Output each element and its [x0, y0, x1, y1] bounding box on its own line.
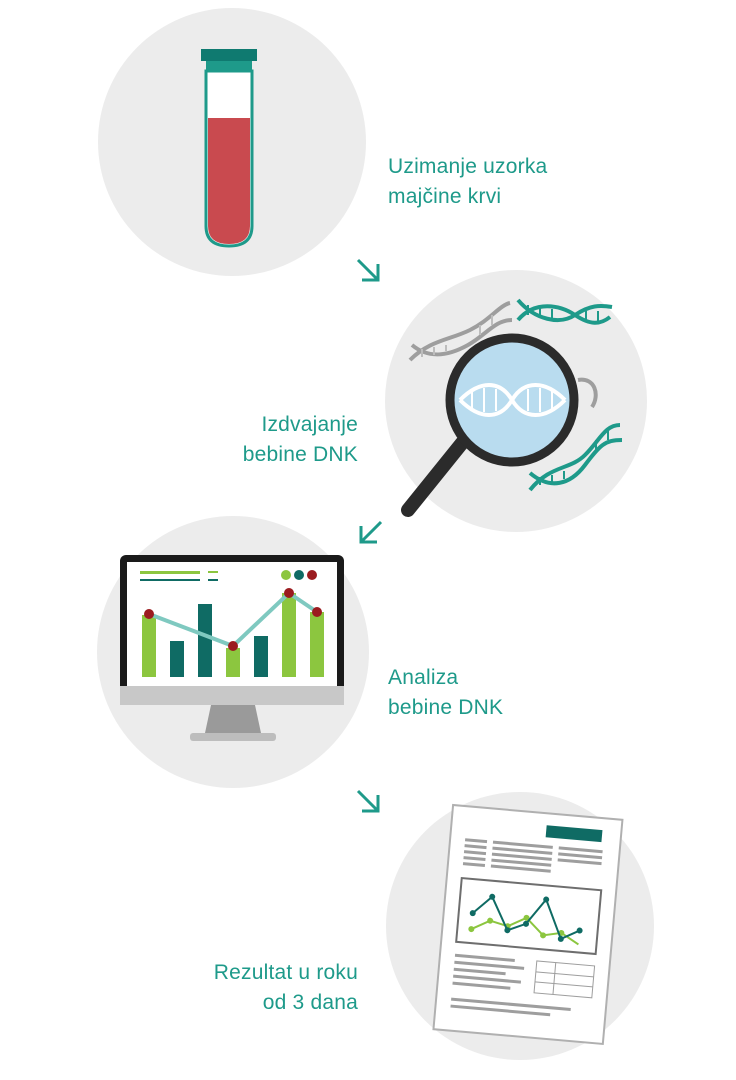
step2-line1: Izdvajanje: [261, 413, 358, 436]
step2-line2: bebine DNK: [242, 443, 358, 466]
step3-label: Analiza bebine DNK: [388, 663, 503, 723]
report-document-icon: [432, 803, 624, 1046]
step4-line2: od 3 dana: [262, 991, 358, 1014]
dna-magnifier-icon: [401, 298, 623, 517]
step4-line1: Rezultat u roku: [213, 961, 358, 984]
step1-line1: Uzimanje uzorka: [388, 155, 548, 178]
step3-line1: Analiza: [388, 666, 459, 689]
monitor-chart-icon: [120, 555, 344, 741]
blood-tube-icon: [201, 49, 257, 248]
step4-label: Rezultat u roku od 3 dana: [214, 958, 358, 1018]
step3-line2: bebine DNK: [388, 696, 504, 719]
arrow-down-left-icon: [359, 520, 383, 544]
step2-label: Izdvajanje bebine DNK: [243, 410, 358, 470]
step1-label: Uzimanje uzorka majčine krvi: [388, 152, 547, 212]
arrow-down-right-icon: [356, 789, 380, 813]
arrow-down-right-icon: [356, 258, 380, 282]
step1-line2: majčine krvi: [388, 185, 502, 208]
